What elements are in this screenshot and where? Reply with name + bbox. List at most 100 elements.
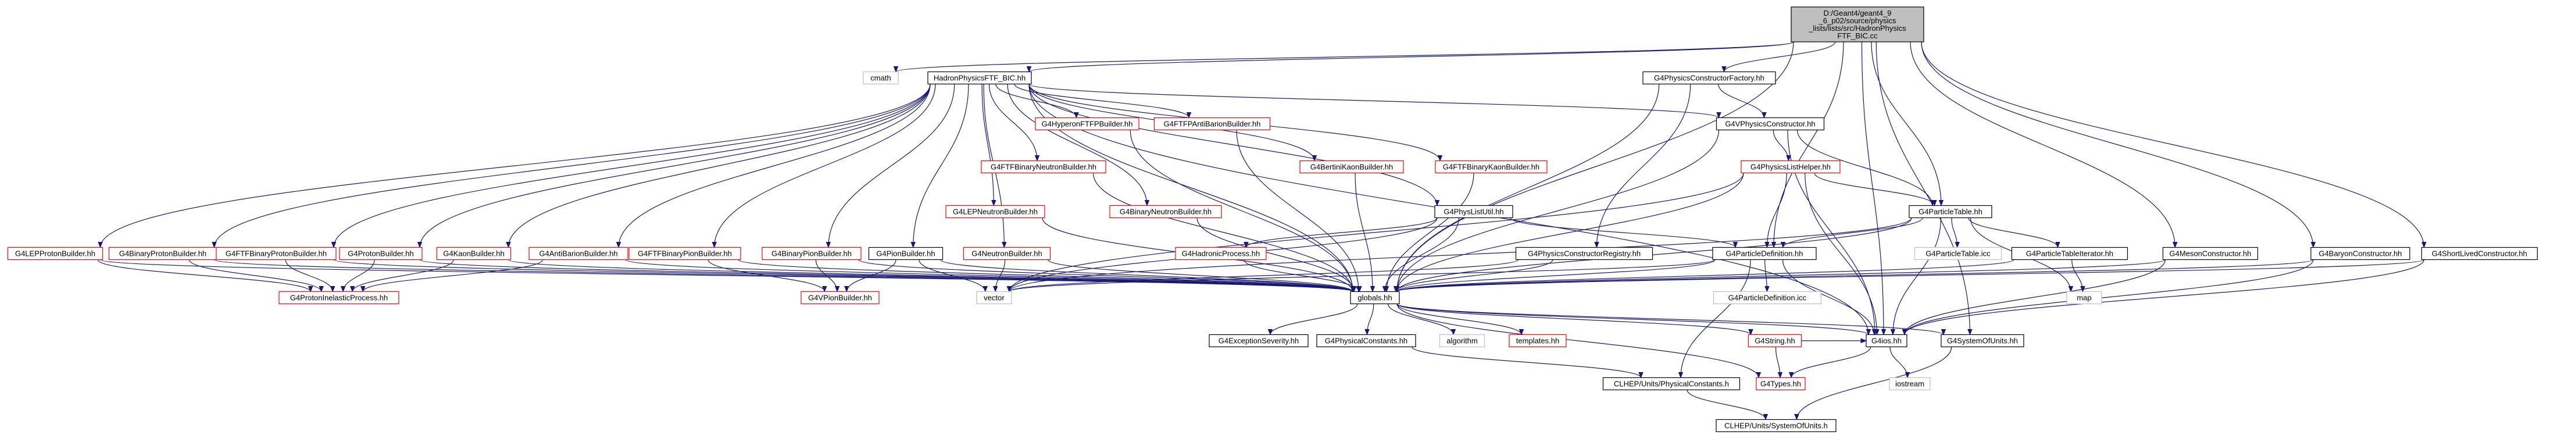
arrowhead (1267, 329, 1273, 336)
node-g4string: G4String.hh (1748, 334, 1802, 348)
node-box (1914, 247, 2002, 260)
node-label: D:/Geant4/geant4_9 (1823, 9, 1891, 17)
node-g4ios[interactable]: G4ios.hh (1866, 334, 1907, 348)
node-pcreg[interactable]: G4PhysicsConstructorRegistry.hh (1515, 247, 1653, 260)
arrowhead (1437, 155, 1443, 162)
node-label: G4ParticleTable.icc (1925, 249, 1991, 258)
node-label: G4LEPProtonBuilder.hh (15, 249, 95, 258)
node-binn: G4BinaryNeutronBuilder.hh (1109, 205, 1222, 219)
edge-g4string-to-g4ios (1801, 338, 1867, 344)
edge-neutb-to-vector (992, 259, 1006, 292)
node-shortl[interactable]: G4ShortLivedConstructor.hh (2421, 247, 2538, 260)
node-label: G4FTFBinaryNeutronBuilder.hh (991, 163, 1096, 172)
node-physconst[interactable]: G4PhysicalConstants.hh (1316, 334, 1416, 348)
node-ptab[interactable]: G4ParticleTable.hh (1909, 205, 1992, 219)
arrowhead (1244, 242, 1249, 248)
edge-layer (97, 41, 2427, 420)
node-label: G4NeutronBuilder.hh (971, 249, 1042, 258)
node-label: _lists/lists/src/HadronPhysics (1808, 24, 1906, 33)
edge-pionb-to-vpion (844, 259, 896, 292)
arrowhead (330, 286, 335, 292)
arrowhead (360, 286, 366, 292)
edge-leppb-to-globals (99, 259, 1356, 292)
node-label: G4HyperonFTFPBuilder.hh (1042, 120, 1133, 129)
node-label: G4SystemOfUnits.hh (1947, 337, 2018, 345)
arrowhead (1370, 286, 1375, 292)
node-label: vector (984, 294, 1005, 302)
edge-hp-to-ftfbpb (331, 84, 931, 248)
node-baryon[interactable]: G4BaryonConstructor.hh (2310, 247, 2410, 260)
node-label: G4HadronicProcess.hh (1182, 249, 1260, 258)
node-label: FTF_BIC.cc (1837, 31, 1878, 40)
arrowhead (506, 242, 511, 248)
node-vector: vector (976, 291, 1012, 305)
node-label: G4PhysicalConstants.hh (1325, 337, 1407, 345)
node-box (1741, 160, 1841, 174)
node-box (2421, 247, 2538, 260)
node-antibb: G4AntiBarionBuilder.hh (528, 247, 628, 260)
edge-protb-to-globals (419, 259, 1356, 292)
arrowhead (1350, 286, 1356, 292)
node-label: G4PhysicsConstructorRegistry.hh (1528, 249, 1641, 258)
node-pdef[interactable]: G4ParticleDefinition.hh (1712, 247, 1817, 260)
node-pionb[interactable]: G4PionBuilder.hh (868, 247, 944, 260)
node-templ: templates.hh (1509, 334, 1567, 348)
node-pcf[interactable]: G4PhysicsConstructorFactory.hh (1642, 71, 1776, 85)
edge-hp-to-vpc (1028, 83, 1721, 119)
arrowhead (982, 286, 988, 292)
edge-g4string-to-g4types (1775, 347, 1783, 379)
node-ftfbn: G4FTFBinaryNeutronBuilder.hh (981, 160, 1106, 174)
arrowhead (991, 200, 996, 206)
node-label: HadronPhysicsFTF_BIC.hh (934, 74, 1026, 83)
node-box (278, 291, 399, 305)
node-excsev[interactable]: G4ExceptionSeverity.hh (1209, 334, 1309, 348)
node-box (1716, 117, 1825, 131)
edge-pdef-to-pdicc (1764, 259, 1770, 292)
arrowhead (1384, 286, 1389, 292)
edge-hp-to-binpib (826, 84, 955, 248)
edge-antibb-to-protinel (360, 259, 543, 292)
node-protb: G4ProtonBuilder.hh (339, 247, 423, 260)
node-hp[interactable]: HadronPhysicsFTF_BIC.hh (927, 71, 1032, 85)
edge-clhepconst-to-clhepsys (1687, 390, 1768, 420)
node-label: G4ExceptionSeverity.hh (1219, 337, 1299, 345)
edge-ftfbpb-to-protinel (285, 259, 335, 292)
node-layer: D:/Geant4/geant4_9_6_p02/source/physics_… (7, 6, 2538, 433)
node-clhepsys[interactable]: CLHEP/Units/SystemOfUnits.h (1716, 419, 1837, 433)
node-ftfbpib: G4FTFBinaryPionBuilder.hh (628, 247, 741, 260)
node-lepn: G4LEPNeutronBuilder.hh (945, 205, 1045, 219)
node-ftfbpb: G4FTFBinaryProtonBuilder.hh (216, 247, 337, 260)
arrowhead (1932, 200, 1937, 206)
arrowhead (1519, 329, 1524, 336)
node-label: G4BaryonConstructor.hh (2318, 249, 2402, 258)
node-box (1509, 334, 1567, 348)
arrowhead (2173, 242, 2178, 248)
edge-globals-to-excsev (1267, 304, 1358, 336)
node-ptiter[interactable]: G4ParticleTableIterator.hh (2011, 247, 2128, 260)
arrowhead (349, 286, 355, 292)
node-vpc[interactable]: G4VPhysicsConstructor.hh (1716, 117, 1825, 131)
edge-root-to-baryon (1921, 41, 2316, 248)
node-box (1889, 377, 1931, 391)
node-label: algorithm (1446, 337, 1477, 345)
edge-meson-to-globals (1394, 259, 2166, 292)
node-binpib: G4BinaryPionBuilder.hh (762, 247, 862, 260)
node-label: G4KaonBuilder.hh (443, 249, 505, 258)
edge-root-to-sysunits (1875, 41, 1973, 336)
node-box (7, 247, 103, 260)
edge-ptab-to-ptiter (1968, 217, 2060, 248)
arrowhead (1357, 286, 1362, 292)
arrowhead (308, 286, 313, 292)
edge-antib-to-globals (1236, 130, 1362, 292)
arrowhead (1002, 242, 1007, 248)
node-plu[interactable]: G4PhysListUtil.hh (1434, 205, 1513, 219)
node-label: G4BinaryNeutronBuilder.hh (1120, 208, 1212, 216)
arrowhead (1794, 414, 1799, 420)
node-meson[interactable]: G4MesonConstructor.hh (2162, 247, 2259, 260)
node-clhepconst[interactable]: CLHEP/Units/PhysicalConstants.h (1602, 377, 1741, 391)
edge-plu-to-pdef (1510, 217, 1738, 248)
edge-hp-to-binpb (212, 84, 931, 248)
node-sysunits[interactable]: G4SystemOfUnits.hh (1941, 334, 2024, 348)
edge-globals-to-g4types (1396, 304, 1762, 379)
node-globals[interactable]: globals.hh (1350, 291, 1400, 305)
